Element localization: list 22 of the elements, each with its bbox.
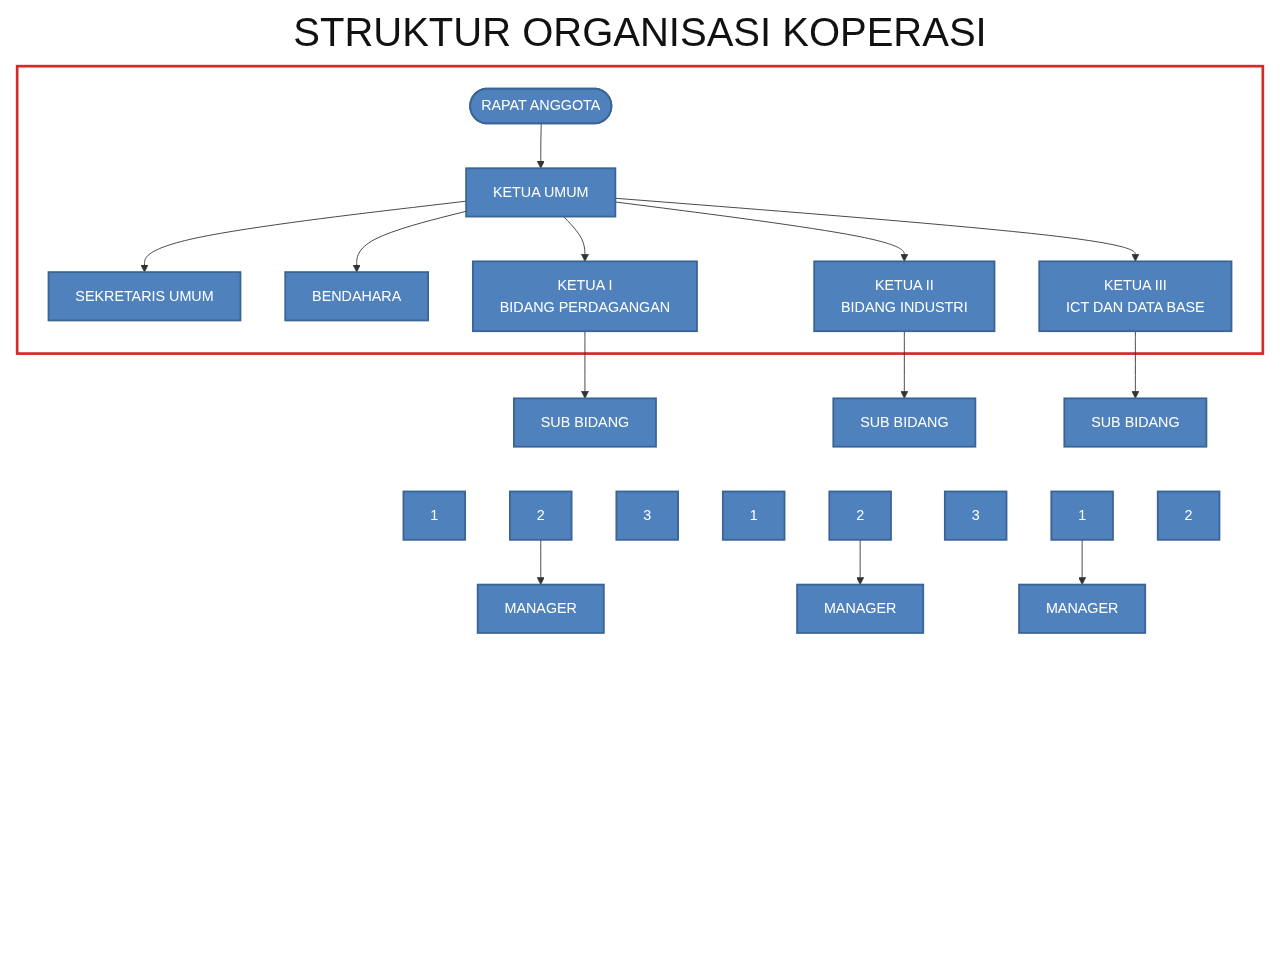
node-box: BENDAHARA xyxy=(284,271,429,322)
node-box: SEKRETARIS UMUM xyxy=(47,271,242,322)
diagram-title: STRUKTUR ORGANISASI KOPERASI xyxy=(292,10,988,55)
node-box: MANAGER xyxy=(1018,583,1147,634)
cluster xyxy=(15,64,1265,355)
node-box: 1 xyxy=(1050,490,1114,541)
node-box: SUB BIDANG xyxy=(1063,397,1208,448)
node-box: KETUA II BIDANG INDUSTRI xyxy=(813,260,996,333)
node-box: 2 xyxy=(509,490,573,541)
node-box: MANAGER xyxy=(476,583,605,634)
node-box: MANAGER xyxy=(796,583,925,634)
node-box: 1 xyxy=(721,490,786,541)
node-box: KETUA I BIDANG PERDAGANGAN xyxy=(472,260,698,333)
node-box: 3 xyxy=(943,490,1008,541)
node-box: 2 xyxy=(828,490,892,541)
node-box: KETUA III ICT DAN DATA BASE xyxy=(1038,260,1233,333)
node-box: SUB BIDANG xyxy=(832,397,977,448)
node-box: SUB BIDANG xyxy=(513,397,657,448)
node-box: KETUA UMUM xyxy=(465,167,617,218)
node-box: 1 xyxy=(402,490,467,541)
node-box: 3 xyxy=(615,490,679,541)
node-box: 2 xyxy=(1156,490,1221,541)
